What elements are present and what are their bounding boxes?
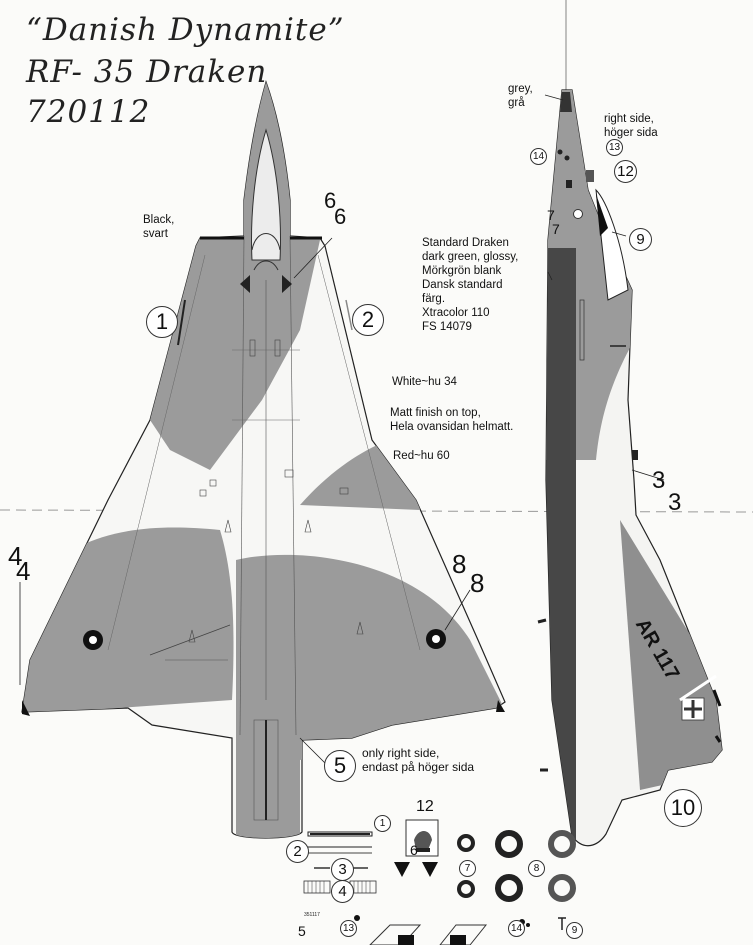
note-white: White~hu 34 xyxy=(392,376,457,388)
callout-4b: 4 xyxy=(16,556,31,586)
callout-3-decal: 3 xyxy=(331,858,354,881)
callout-7a: 7 xyxy=(547,207,555,223)
title-aircraft: RF- 35 Draken xyxy=(26,54,268,90)
callout-6b: 6 xyxy=(334,204,347,229)
callout-13-side: 13 xyxy=(606,139,623,156)
callout-12-decal: 12 xyxy=(416,798,434,815)
camo-patch-aft xyxy=(236,554,505,838)
callout-5: 5 xyxy=(324,750,356,782)
callout-4a: 4 xyxy=(8,541,23,571)
note-only-right-side: only right side,endast på höger sida xyxy=(362,746,475,774)
callout-14-side: 14 xyxy=(530,148,547,165)
callout-2: 2 xyxy=(352,304,384,336)
note-red: Red~hu 60 xyxy=(393,450,450,462)
planform-top-view xyxy=(19,80,506,839)
callout-13-decal: 13 xyxy=(340,920,357,937)
callout-14-decal: 14 xyxy=(508,920,525,937)
callout-6-decal: 6 xyxy=(410,842,418,858)
note-black: Black,svart xyxy=(143,214,175,240)
camo-patch-forward xyxy=(150,82,320,470)
fin-camo xyxy=(620,520,722,790)
callout-3b: 3 xyxy=(668,489,682,516)
callout-3a: 3 xyxy=(652,467,666,494)
callout-1-decal: 1 xyxy=(374,815,391,832)
callout-5-decal: 5 xyxy=(298,923,306,939)
callout-1: 1 xyxy=(146,306,178,338)
note-matt-finish: Matt finish on top,Hela ovansidan helmat… xyxy=(390,407,514,433)
camo-patch-left-wing xyxy=(22,527,234,715)
callout-10: 10 xyxy=(664,789,702,827)
title-serial: 720112 xyxy=(26,94,151,130)
callout-2-decal: 2 xyxy=(286,840,309,863)
callout-8-decal: 8 xyxy=(528,860,545,877)
callout-9-side: 9 xyxy=(629,228,652,251)
decal-sheet xyxy=(303,819,576,945)
callout-7-decal: 7 xyxy=(459,860,476,877)
note-grey: grey,grå xyxy=(508,83,533,109)
note-right-side: right side,höger sida xyxy=(604,113,658,139)
decal-serial: 351117 xyxy=(304,912,320,918)
title-danish-dynamite: “Danish Dynamite” xyxy=(26,12,345,48)
callout-6a: 6 xyxy=(324,188,337,213)
callout-4-decal: 4 xyxy=(331,880,354,903)
callout-9-decal: 9 xyxy=(566,922,583,939)
callout-8a: 8 xyxy=(452,549,467,579)
callout-8b: 8 xyxy=(470,568,485,598)
dark-green-underside xyxy=(546,248,576,846)
callout-7b: 7 xyxy=(552,221,560,237)
callout-12-side: 12 xyxy=(614,160,637,183)
